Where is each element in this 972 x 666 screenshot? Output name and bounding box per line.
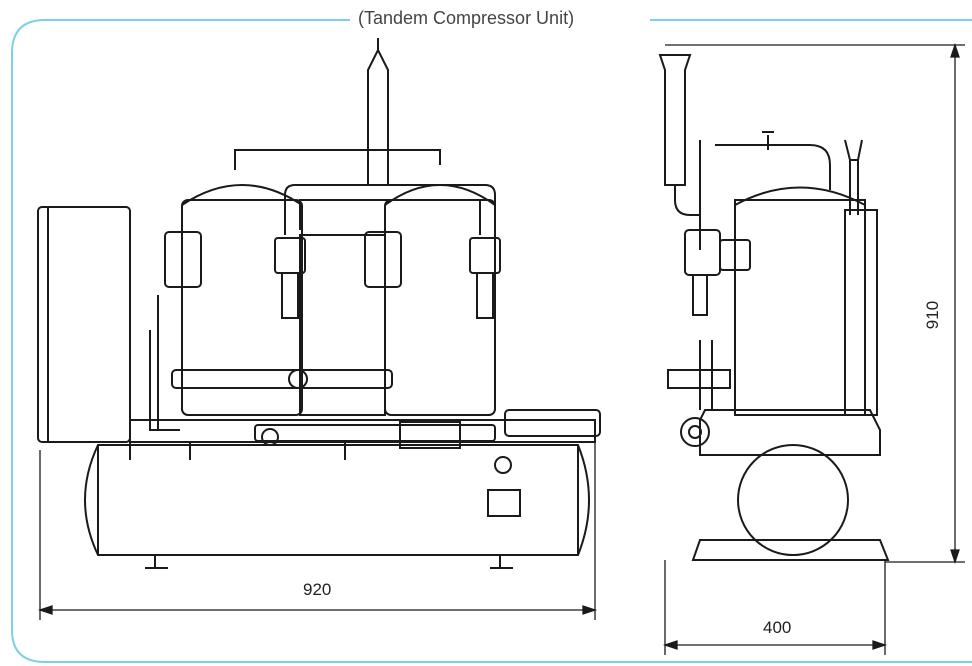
width-dimension-label: 920	[300, 580, 335, 600]
discharge-stack	[367, 47, 389, 185]
electrical-box	[37, 206, 131, 443]
side-discharge-stack	[658, 54, 692, 186]
compressor-left	[181, 199, 303, 416]
oil-equalizer	[171, 369, 393, 389]
side-receiver	[737, 444, 849, 556]
frame-border	[11, 19, 972, 663]
sight-glass	[494, 456, 512, 474]
dimension-lines	[37, 42, 965, 655]
side-view	[658, 54, 890, 561]
receiver-tank	[84, 444, 590, 556]
suction-header	[284, 184, 496, 240]
depth-dimension-label: 400	[760, 618, 795, 638]
front-view	[37, 38, 601, 569]
height-dimension-label: 910	[923, 297, 944, 333]
nameplate	[487, 489, 521, 517]
side-base	[691, 539, 890, 561]
compressor-right	[384, 199, 496, 416]
diagram-title: (Tandem Compressor Unit)	[352, 8, 581, 29]
side-compressor	[734, 199, 866, 416]
